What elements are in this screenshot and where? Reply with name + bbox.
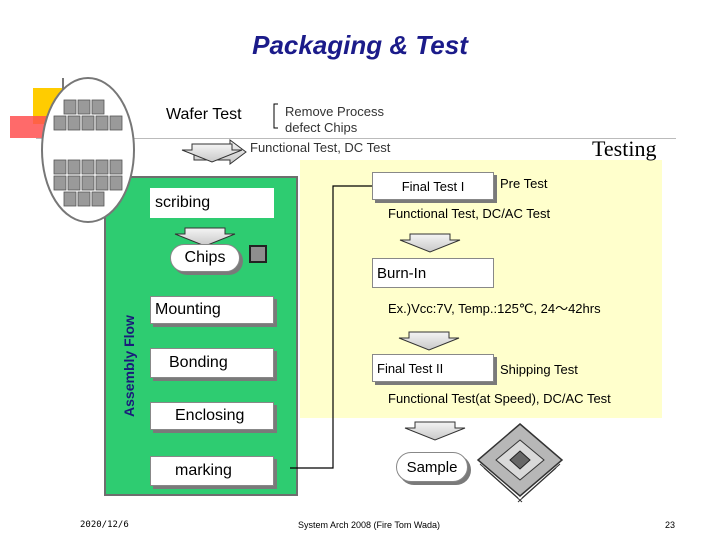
pre-test-label: Pre Test (500, 176, 548, 191)
scribing-box: scribing (150, 188, 274, 218)
marking-label: marking (175, 462, 232, 479)
final-test-2-functional: Functional Test(at Speed), DC/AC Test (388, 391, 611, 406)
assembly-flow-label: Assembly Flow (121, 315, 137, 417)
wafer-test-label: Wafer Test (166, 106, 242, 123)
arrow-down-5 (404, 421, 466, 441)
marking-box: marking (150, 456, 274, 486)
mounting-label: Mounting (155, 301, 221, 318)
shipping-test-label: Shipping Test (500, 362, 578, 377)
burn-in-conditions: Ex.)Vcc:7V, Temp.:125℃, 24～42hrs (388, 301, 601, 316)
scribing-label: scribing (155, 194, 211, 211)
sample-box: Sample (396, 452, 468, 482)
enclosing-box: Enclosing (150, 402, 274, 430)
remove-process-text: Remove Process defect Chips (285, 104, 384, 135)
arrow-down-4 (398, 331, 460, 351)
final-test-2-label: Final Test II (377, 360, 444, 376)
arrow-down-1 (181, 143, 243, 163)
chip-package-icon (476, 423, 564, 503)
chip-square-icon (249, 245, 267, 263)
enclosing-label: Enclosing (175, 407, 245, 424)
final-test-2-box: Final Test II (372, 354, 494, 382)
burn-in-label: Burn-In (377, 264, 427, 282)
footer-page-number: 23 (665, 520, 676, 530)
final-test-1-box: Final Test I (372, 172, 494, 200)
sample-label: Sample (406, 458, 458, 476)
arrow-down-2 (174, 227, 236, 247)
connector-line (290, 185, 372, 469)
mounting-box: Mounting (150, 296, 274, 324)
bonding-label: Bonding (169, 354, 228, 371)
decorative-line-horizontal (36, 138, 676, 139)
footer-date: 2020/12/6 (80, 520, 129, 530)
page-title: Packaging & Test (252, 30, 468, 60)
final-test-1-functional: Functional Test, DC/AC Test (388, 206, 551, 221)
arrow-down-3 (399, 233, 461, 253)
wafer-icon (41, 77, 135, 223)
wafer-functional-text: Functional Test, DC Test (250, 140, 391, 155)
footer-center: System Arch 2008 (Fire Tom Wada) (298, 520, 441, 530)
testing-label: Testing (592, 136, 657, 161)
burn-in-box: Burn-In (372, 258, 494, 288)
wafer-test-bracket (273, 103, 278, 129)
bonding-box: Bonding (150, 348, 274, 378)
final-test-1-label: Final Test I (401, 178, 465, 194)
chips-label: Chips (184, 249, 226, 266)
wafer-label: Wafer (70, 134, 114, 151)
chips-box: Chips (170, 244, 240, 272)
